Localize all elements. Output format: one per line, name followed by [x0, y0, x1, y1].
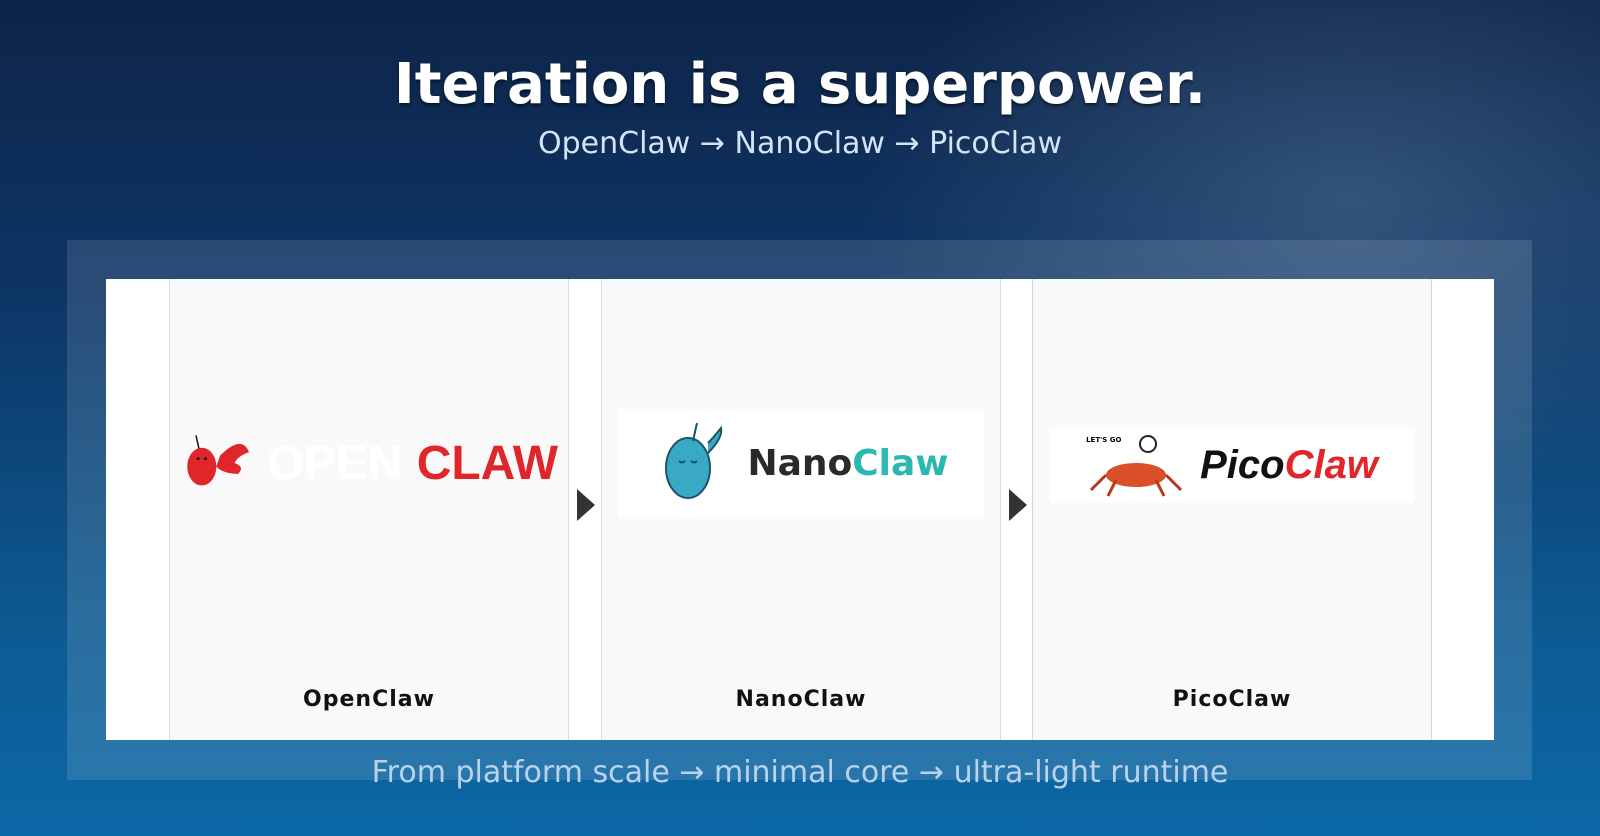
page-subtitle: OpenClaw → NanoClaw → PicoClaw [538, 126, 1062, 161]
openclaw-logo: OPEN CLAW [180, 409, 558, 517]
card-label: OpenClaw [303, 687, 435, 712]
picoclaw-logo: LET'S GO PicoClaw [1049, 427, 1415, 503]
card-openclaw: OPEN CLAW OpenClaw [169, 279, 569, 740]
caption: From platform scale → minimal core → ult… [371, 755, 1229, 790]
shrimp-icon [665, 423, 723, 499]
lobster-icon [187, 435, 250, 486]
logo-board: OPEN CLAW OpenClaw NanoClaw NanoClaw LET… [106, 279, 1494, 740]
card-nanoclaw: NanoClaw NanoClaw [601, 279, 1001, 740]
logo-text-nano: Nano [747, 442, 853, 484]
crab-icon: LET'S GO [1086, 430, 1186, 500]
logo-text-claw: CLAW [416, 436, 558, 490]
logo-text-claw: Claw [852, 442, 949, 484]
logo-tagline: LET'S GO [1086, 436, 1122, 444]
card-picoclaw: LET'S GO PicoClaw PicoClaw [1032, 279, 1432, 740]
logo-text-pico: Pico [1200, 442, 1285, 487]
logo-text-claw: Claw [1284, 442, 1378, 487]
logo-text-open: OPEN [266, 436, 403, 490]
page-title: Iteration is a superpower. [393, 52, 1207, 117]
arrow-icon [1009, 489, 1027, 521]
arrow-icon [577, 489, 595, 521]
card-label: NanoClaw [735, 687, 867, 712]
nanoclaw-logo: NanoClaw [618, 409, 984, 517]
card-label: PicoClaw [1172, 687, 1292, 712]
